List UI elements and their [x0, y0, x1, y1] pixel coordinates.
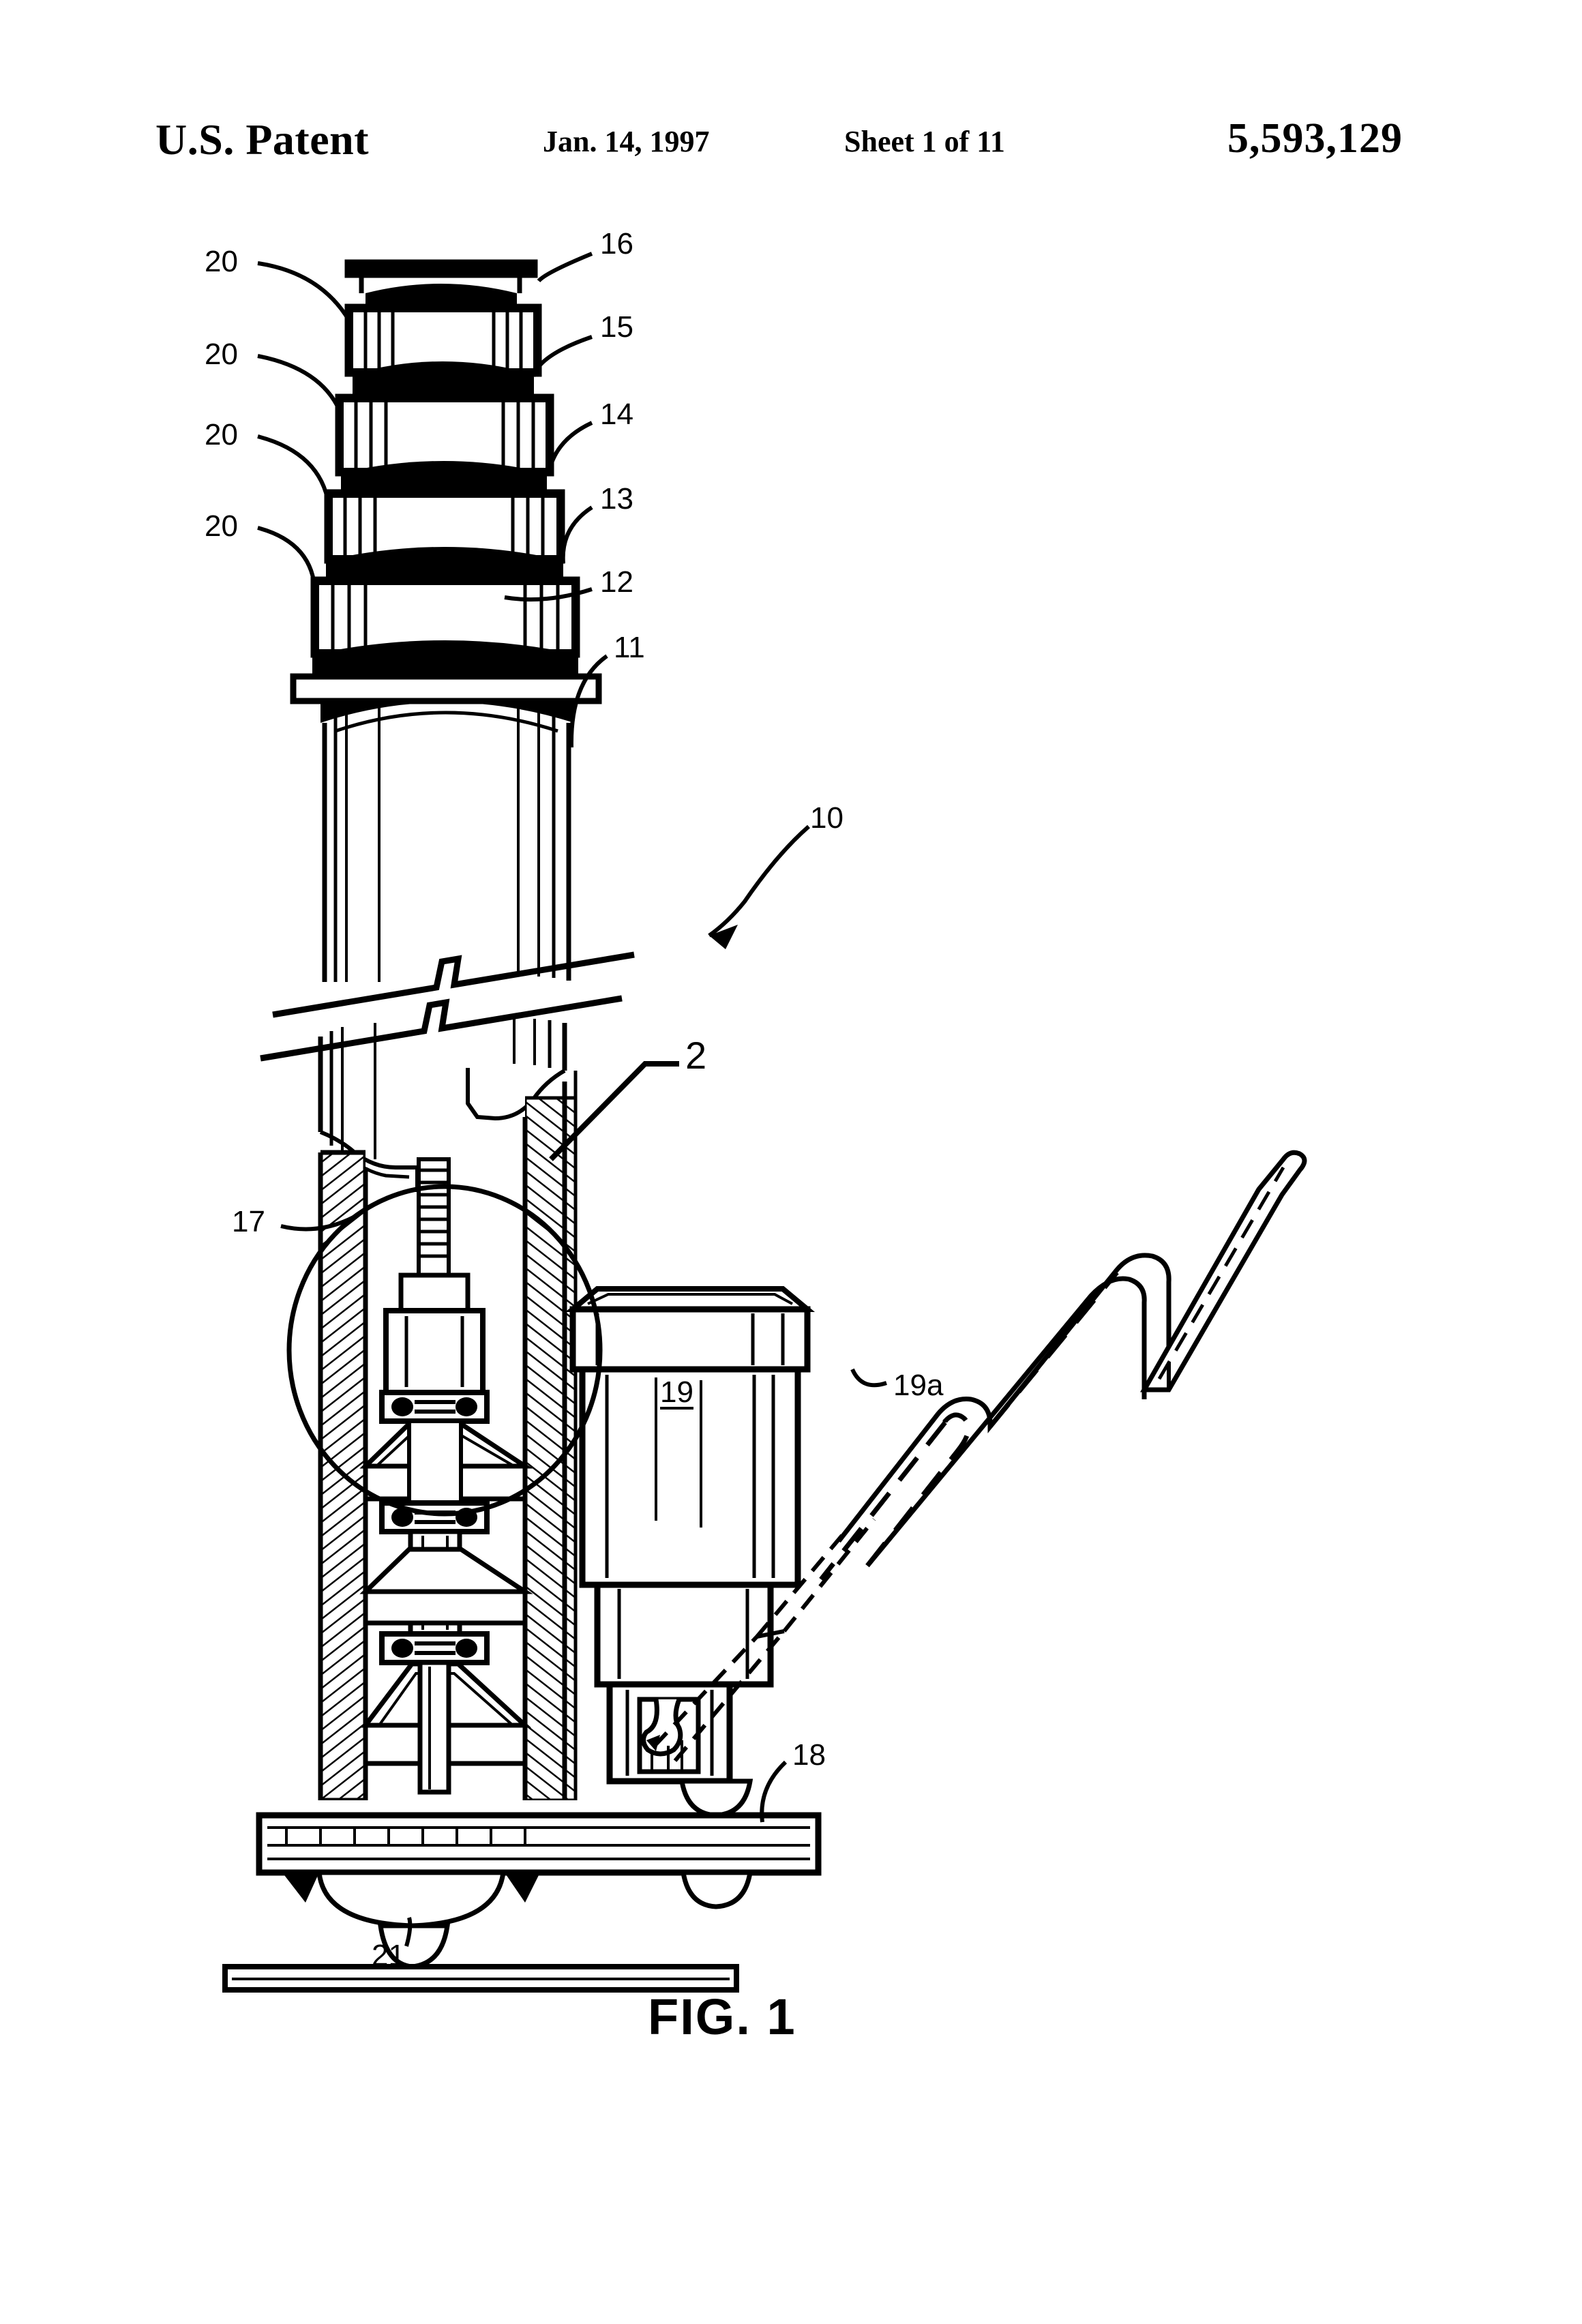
ref-numeral-20-4: 20	[205, 509, 238, 543]
patent-number: 5,593,129	[1227, 115, 1403, 162]
bottom-foot-21	[222, 1923, 739, 1993]
ref-numeral-19: 19	[660, 1375, 693, 1409]
patent-date: Jan. 14, 1997	[543, 125, 710, 158]
top-flange-16	[344, 259, 538, 293]
outer-tube-11	[320, 701, 574, 982]
break-line-upper	[272, 951, 635, 1018]
ref-numeral-11: 11	[614, 631, 645, 664]
ref-numeral-10: 10	[810, 801, 844, 835]
ref-numeral-14: 14	[600, 398, 633, 431]
ref-numeral-13: 13	[600, 482, 633, 516]
ref-numeral-19a: 19a	[893, 1369, 944, 1402]
sheet-indicator: Sheet 1 of 11	[844, 125, 1005, 158]
detail-circle-2	[286, 1184, 603, 1517]
collar-plate	[290, 673, 602, 704]
ref-numeral-16: 16	[600, 227, 633, 260]
spacer-ring-20-4	[310, 576, 580, 658]
base-plate-18	[256, 1778, 822, 1928]
patent-header: U.S. Patent Jan. 14, 1997 Sheet 1 of 11 …	[0, 115, 1582, 190]
ref-numeral-20-3: 20	[205, 418, 238, 451]
crank-handle-19a	[819, 1150, 1307, 1581]
ref-numeral-15: 15	[600, 310, 633, 344]
ref-numeral-20-2: 20	[205, 338, 238, 371]
leader-lines	[257, 252, 887, 1947]
ref-numeral-18: 18	[792, 1738, 826, 1772]
patent-office-label: U.S. Patent	[155, 115, 370, 164]
ref-numeral-17: 17	[232, 1205, 265, 1238]
ref-numeral-21: 21	[372, 1939, 405, 1972]
inner-drive-assembly	[359, 1157, 533, 1795]
ref-numeral-20-1: 20	[205, 245, 238, 278]
ref-numeral-2: 2	[685, 1034, 707, 1077]
figure-caption: FIG. 1	[648, 1988, 796, 2045]
ref-numeral-12: 12	[600, 565, 633, 599]
outer-tube-11-lower	[318, 1017, 567, 1159]
motor-housing-19	[565, 1286, 876, 1785]
break-line-lower	[260, 995, 623, 1062]
